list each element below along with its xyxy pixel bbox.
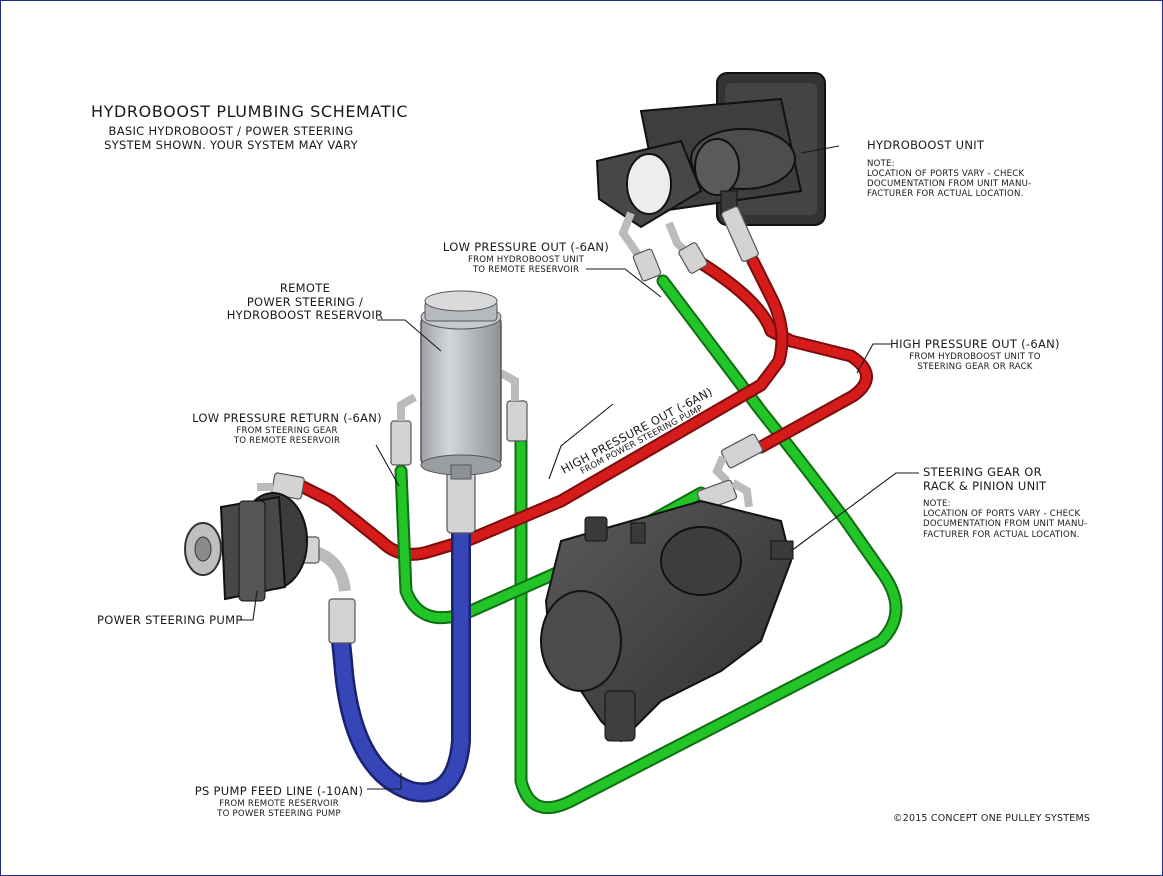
subtitle-line: SYSTEM SHOWN. YOUR SYSTEM MAY VARY <box>104 137 358 152</box>
low-pressure-out-detail: FROM HYDROBOOST UNIT <box>467 254 585 265</box>
low-pressure-return-name: LOW PRESSURE RETURN (-6AN) <box>192 411 382 425</box>
steering-gear-name: STEERING GEAR OR <box>923 465 1042 479</box>
diagram-title: HYDROBOOST PLUMBING SCHEMATIC <box>91 102 409 121</box>
power-steering-pump-label: POWER STEERING PUMP <box>97 613 243 627</box>
note-line: NOTE: <box>867 158 895 169</box>
low-pressure-return-detail: FROM STEERING GEAR <box>236 425 338 436</box>
reservoir-label: REMOTE POWER STEERING / HYDROBOOST RESER… <box>225 281 385 323</box>
hydroboost-unit-label: HYDROBOOST UNIT NOTE: LOCATION OF PORTS … <box>867 138 1031 200</box>
note-line: FACTURER FOR ACTUAL LOCATION. <box>923 529 1080 540</box>
low-pressure-out-label: LOW PRESSURE OUT (-6AN) FROM HYDROBOOST … <box>441 240 611 275</box>
subtitle-line: BASIC HYDROBOOST / POWER STEERING <box>108 124 354 138</box>
note-line: NOTE: <box>923 499 951 510</box>
hydroboost-unit <box>595 72 826 229</box>
reservoir-label-line: HYDROBOOST RESERVOIR <box>226 308 384 323</box>
ps-pump-feed-line-detail: FROM REMOTE RESERVOIR <box>219 798 339 809</box>
remote-reservoir <box>420 290 502 480</box>
reservoir-label-line: REMOTE <box>279 281 331 295</box>
ps-pump-feed-line-name: PS PUMP FEED LINE (-10AN) <box>194 784 364 798</box>
high-pressure-out-hydroboost-label: HIGH PRESSURE OUT (-6AN) FROM HYDROBOOST… <box>887 337 1063 372</box>
high-pressure-out-hydroboost-name: HIGH PRESSURE OUT (-6AN) <box>890 337 1060 351</box>
low-pressure-out-name: LOW PRESSURE OUT (-6AN) <box>442 240 610 254</box>
low-pressure-out-detail: TO REMOTE RESERVOIR <box>472 264 580 275</box>
note-line: LOCATION OF PORTS VARY - CHECK <box>867 168 1025 179</box>
steering-gear-label: STEERING GEAR OR RACK & PINION UNIT NOTE… <box>923 465 1087 540</box>
high-pressure-out-hydroboost-detail: FROM HYDROBOOST UNIT TO <box>909 351 1041 362</box>
steering-gear-note: NOTE: LOCATION OF PORTS VARY - CHECK DOC… <box>923 499 1087 540</box>
steering-gear-name: RACK & PINION UNIT <box>923 478 1047 493</box>
low-pressure-return-detail: TO REMOTE RESERVOIR <box>233 435 341 446</box>
note-line: LOCATION OF PORTS VARY - CHECK <box>923 509 1081 520</box>
copyright-notice: ©2015 CONCEPT ONE PULLEY SYSTEMS <box>893 813 1091 824</box>
hydroboost-unit-name: HYDROBOOST UNIT <box>867 138 985 152</box>
note-line: DOCUMENTATION FROM UNIT MANU- <box>923 519 1088 530</box>
reservoir-label-line: POWER STEERING / <box>246 294 364 309</box>
diagram-subtitle: BASIC HYDROBOOST / POWER STEERING SYSTEM… <box>91 124 371 152</box>
ps-pump-feed-line-detail: TO POWER STEERING PUMP <box>217 808 341 819</box>
hydroboost-note: NOTE: LOCATION OF PORTS VARY - CHECK DOC… <box>867 159 1031 200</box>
leader-lines <box>239 145 919 790</box>
note-line: FACTURER FOR ACTUAL LOCATION. <box>867 188 1024 199</box>
high-pressure-out-hydroboost-detail: STEERING GEAR OR RACK <box>917 361 1033 372</box>
ps-pump-feed-line-label: PS PUMP FEED LINE (-10AN) FROM REMOTE RE… <box>191 784 367 819</box>
low-pressure-return-label: LOW PRESSURE RETURN (-6AN) FROM STEERING… <box>187 411 387 446</box>
note-line: DOCUMENTATION FROM UNIT MANU- <box>867 178 1032 189</box>
power-steering-pump <box>184 492 308 602</box>
steering-gear <box>540 499 794 743</box>
high-pressure-out-pump-line <box>296 256 787 559</box>
